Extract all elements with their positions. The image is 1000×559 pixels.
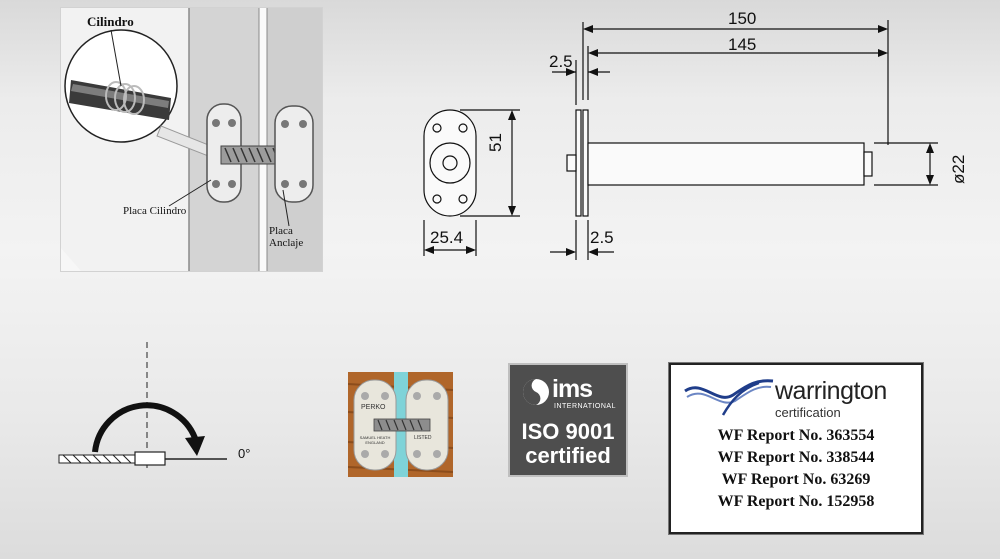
- dimension-plate-height: 51: [486, 133, 506, 152]
- dimension-body-length: 145: [728, 35, 757, 54]
- dimension-diameter-value: ø22: [949, 154, 968, 184]
- report-list: WF Report No. 363554 WF Report No. 33854…: [671, 425, 921, 513]
- installation-illustration: Cilindro Placa Cilindro Placa Anclaje: [60, 7, 323, 272]
- swing-angle-diagram: [58, 342, 227, 470]
- iso-standard-text: ISO 9001: [521, 419, 615, 444]
- report-item: WF Report No. 363554: [717, 427, 875, 444]
- report-item: WF Report No. 152958: [717, 493, 875, 510]
- ims-brand-text: ims: [552, 375, 593, 403]
- dimension-flange-top: 2.5: [549, 52, 573, 71]
- photo-listed-right: LISTED: [414, 435, 432, 441]
- cylinder-label: Cilindro: [87, 14, 134, 29]
- report-item: WF Report No. 63269: [721, 471, 871, 488]
- photo-maker-left: SAMUEL HEATH ENGLAND: [359, 435, 391, 445]
- warrington-logo-icon: [684, 379, 774, 416]
- dimension-drawing: [423, 20, 938, 260]
- dimension-plate-height-value: 51: [486, 133, 505, 152]
- report-item: WF Report No. 338544: [717, 449, 875, 466]
- dimension-flange-bottom: 2.5: [590, 228, 614, 247]
- iso-certified-text: certified: [525, 443, 611, 468]
- warrington-subtitle: certification: [775, 405, 841, 420]
- product-photo: PERKO SAMUEL HEATH ENGLAND LISTED: [347, 372, 454, 477]
- iso-certified-badge: ims INTERNATIONAL ISO 9001 certified: [508, 363, 628, 477]
- warrington-name: warrington: [775, 377, 887, 405]
- ims-international-text: INTERNATIONAL: [554, 403, 616, 410]
- zero-degree-label: 0°: [238, 446, 251, 461]
- door-closer-drawing: [61, 8, 322, 271]
- ims-logo-icon: [523, 379, 549, 405]
- dimension-diameter: ø22: [949, 155, 969, 184]
- anchor-plate-label: Placa Anclaje: [269, 225, 304, 249]
- photo-brand-left: PERKO: [361, 404, 386, 411]
- dimension-plate-width: 25.4: [430, 228, 464, 247]
- warrington-certification-box: warrington certification WF Report No. 3…: [669, 363, 923, 534]
- cylinder-plate-label: Placa Cilindro: [123, 205, 187, 217]
- dimension-total-length: 150: [728, 9, 757, 28]
- hinge-photo-drawing: [347, 372, 454, 477]
